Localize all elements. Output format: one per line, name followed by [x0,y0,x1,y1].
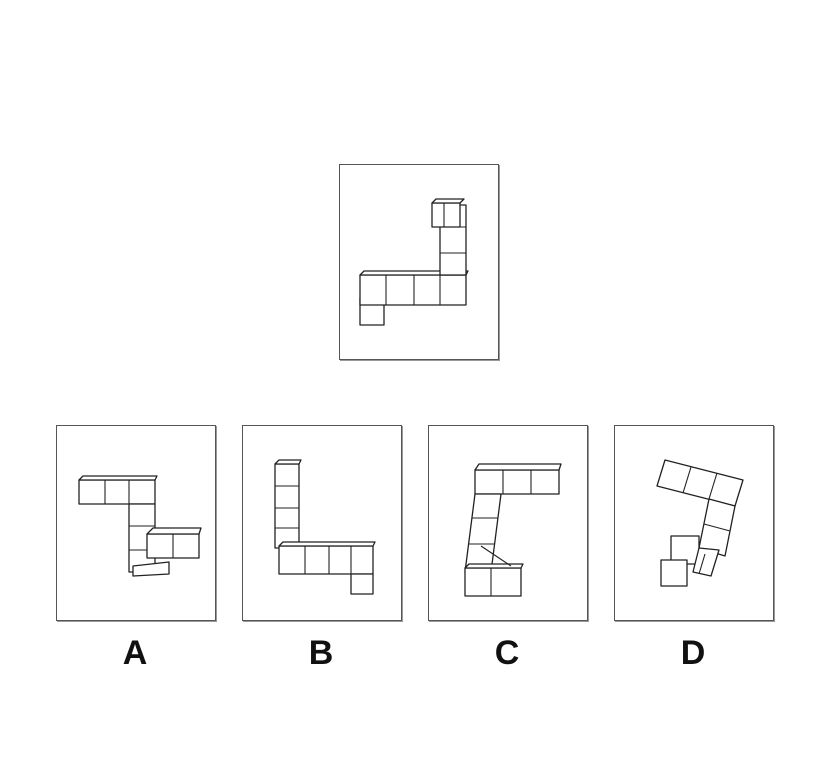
option-a-panel[interactable] [56,425,216,621]
option-b-label: B [308,634,334,672]
reference-cube-figure [359,198,469,326]
option-a-label: A [122,634,148,672]
reference-panel [339,164,499,360]
option-c-cube-figure [464,463,562,597]
option-c-panel[interactable] [428,425,588,621]
option-d-label: D [680,634,706,672]
option-b-panel[interactable] [242,425,402,621]
option-d-panel[interactable] [614,425,774,621]
option-c-label: C [494,634,520,672]
option-d-cube-figure [656,459,744,587]
option-a-cube-figure [78,475,202,577]
option-b-cube-figure [274,459,376,595]
